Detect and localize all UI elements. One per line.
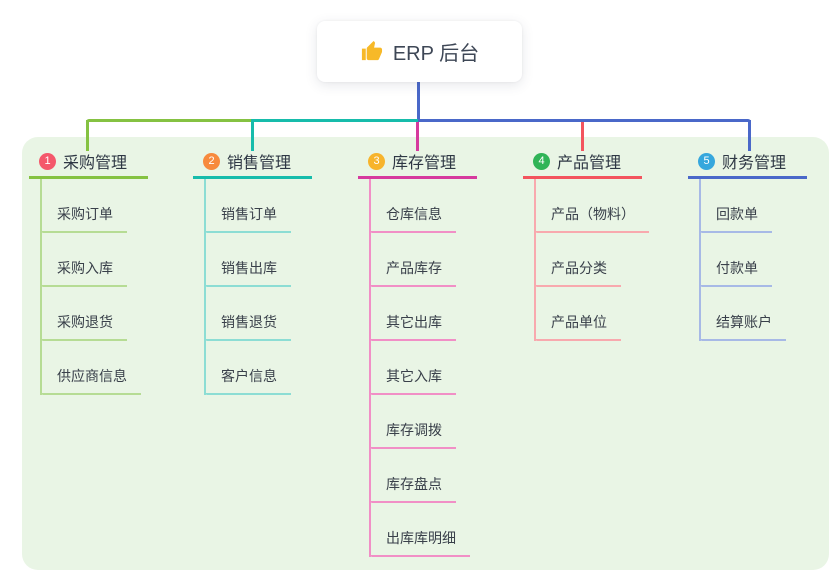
branch-label: 产品管理 xyxy=(557,155,622,172)
drop-line-sales xyxy=(251,120,254,151)
branch-number-badge: 3 xyxy=(368,152,385,170)
child-node[interactable]: 出库库明细 xyxy=(371,528,470,557)
branch-finance: 5 财务管理 回款单 付款单 结算账户 xyxy=(688,146,807,341)
branch-sales-node[interactable]: 2 销售管理 xyxy=(193,146,312,179)
connector-segment-blue xyxy=(418,119,751,122)
branch-number-badge: 4 xyxy=(533,152,550,170)
branch-children: 采购订单 采购入库 采购退货 供应商信息 xyxy=(40,179,148,395)
branch-product-node[interactable]: 4 产品管理 xyxy=(523,146,642,179)
branch-background-panel xyxy=(22,137,829,570)
child-node[interactable]: 销售退货 xyxy=(206,312,291,341)
child-node[interactable]: 供应商信息 xyxy=(42,366,141,395)
branch-label: 财务管理 xyxy=(722,155,787,172)
root-stem-line xyxy=(417,82,420,120)
connector-segment-teal xyxy=(251,119,418,122)
branch-children: 回款单 付款单 结算账户 xyxy=(699,179,807,341)
child-node[interactable]: 客户信息 xyxy=(206,366,291,395)
child-node[interactable]: 仓库信息 xyxy=(371,204,456,233)
child-node[interactable]: 销售订单 xyxy=(206,204,291,233)
child-node[interactable]: 产品库存 xyxy=(371,258,456,287)
branch-children: 仓库信息 产品库存 其它出库 其它入库 库存调拨 库存盘点 出库库明细 xyxy=(369,179,477,557)
child-node[interactable]: 销售出库 xyxy=(206,258,291,287)
connector-segment-green xyxy=(86,119,251,122)
branch-number-badge: 5 xyxy=(698,152,715,170)
branch-label: 销售管理 xyxy=(227,155,292,172)
branch-label: 采购管理 xyxy=(63,155,128,172)
branch-purchase-node[interactable]: 1 采购管理 xyxy=(29,146,148,179)
child-node[interactable]: 产品分类 xyxy=(536,258,621,287)
child-node[interactable]: 库存盘点 xyxy=(371,474,456,503)
branch-number-badge: 2 xyxy=(203,152,220,170)
branch-label: 库存管理 xyxy=(392,155,457,172)
branch-purchase: 1 采购管理 采购订单 采购入库 采购退货 供应商信息 xyxy=(29,146,148,395)
branch-sales: 2 销售管理 销售订单 销售出库 销售退货 客户信息 xyxy=(193,146,312,395)
branch-number-badge: 1 xyxy=(39,152,56,170)
branch-children: 产品（物料） 产品分类 产品单位 xyxy=(534,179,649,341)
branch-inventory-node[interactable]: 3 库存管理 xyxy=(358,146,477,179)
drop-line-purchase xyxy=(86,120,89,151)
branch-product: 4 产品管理 产品（物料） 产品分类 产品单位 xyxy=(523,146,649,341)
root-title: ERP 后台 xyxy=(392,43,480,65)
branch-children: 销售订单 销售出库 销售退货 客户信息 xyxy=(204,179,312,395)
child-node[interactable]: 库存调拨 xyxy=(371,420,456,449)
child-node[interactable]: 采购退货 xyxy=(42,312,127,341)
child-node[interactable]: 回款单 xyxy=(701,204,772,233)
child-node[interactable]: 其它入库 xyxy=(371,366,456,395)
child-node[interactable]: 其它出库 xyxy=(371,312,456,341)
root-node[interactable]: ERP 后台 xyxy=(317,21,522,82)
child-node[interactable]: 结算账户 xyxy=(701,312,786,341)
branch-inventory: 3 库存管理 仓库信息 产品库存 其它出库 其它入库 库存调拨 库存盘点 出库库… xyxy=(358,146,477,557)
thumbs-up-icon xyxy=(360,40,383,63)
drop-line-product xyxy=(581,122,584,151)
child-node[interactable]: 付款单 xyxy=(701,258,772,287)
drop-line-finance xyxy=(748,120,751,151)
drop-line-inventory xyxy=(416,122,419,151)
child-node[interactable]: 产品（物料） xyxy=(536,204,649,233)
child-node[interactable]: 采购入库 xyxy=(42,258,127,287)
child-node[interactable]: 采购订单 xyxy=(42,204,127,233)
branch-finance-node[interactable]: 5 财务管理 xyxy=(688,146,807,179)
child-node[interactable]: 产品单位 xyxy=(536,312,621,341)
